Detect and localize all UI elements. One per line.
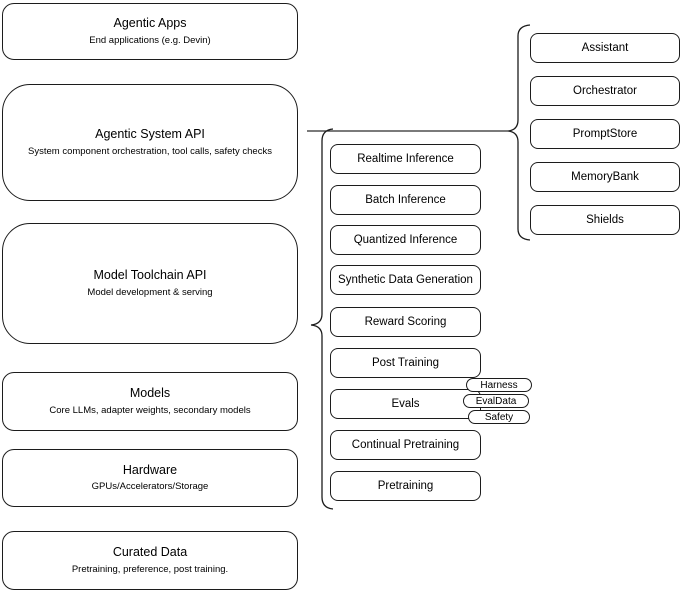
node-subtitle: Model development & serving [87, 286, 213, 298]
node-label: Reward Scoring [364, 316, 447, 328]
node-model-toolchain-api: Model Toolchain API Model development & … [2, 223, 298, 344]
node-promptstore: PromptStore [530, 119, 680, 149]
node-label: Realtime Inference [357, 153, 454, 165]
node-models: Models Core LLMs, adapter weights, secon… [2, 372, 298, 431]
node-subtitle: Pretraining, preference, post training. [71, 563, 229, 575]
node-title: Hardware [122, 462, 178, 477]
node-label: MemoryBank [571, 171, 639, 183]
node-title: Models [129, 386, 171, 401]
node-batch-inference: Batch Inference [330, 185, 481, 215]
node-shields: Shields [530, 205, 680, 235]
node-subtitle: Core LLMs, adapter weights, secondary mo… [49, 404, 251, 416]
node-label: Shields [586, 214, 624, 226]
node-post-training: Post Training [330, 348, 481, 378]
node-label: Synthetic Data Generation [338, 274, 473, 286]
pill-label: EvalData [475, 395, 517, 407]
node-subtitle: End applications (e.g. Devin) [89, 34, 211, 46]
node-label: Continual Pretraining [351, 439, 460, 451]
node-continual-pretraining: Continual Pretraining [330, 430, 481, 460]
node-curated-data: Curated Data Pretraining, preference, po… [2, 531, 298, 590]
node-assistant: Assistant [530, 33, 680, 63]
node-title: Agentic Apps [113, 16, 187, 31]
node-title: Curated Data [112, 545, 188, 560]
node-orchestrator: Orchestrator [530, 76, 680, 106]
pill-label: Safety [484, 411, 514, 423]
node-label: Post Training [371, 357, 440, 369]
node-memorybank: MemoryBank [530, 162, 680, 192]
node-label: Pretraining [377, 480, 434, 492]
node-subtitle: System component orchestration, tool cal… [28, 145, 272, 157]
node-label: Assistant [581, 42, 629, 54]
node-label: Orchestrator [573, 85, 637, 97]
pill-evaldata: EvalData [463, 394, 529, 408]
node-realtime-inference: Realtime Inference [330, 144, 481, 174]
node-agentic-apps: Agentic Apps End applications (e.g. Devi… [2, 3, 298, 60]
node-reward-scoring: Reward Scoring [330, 307, 481, 337]
node-hardware: Hardware GPUs/Accelerators/Storage [2, 449, 298, 507]
node-pretraining: Pretraining [330, 471, 481, 501]
system-components-brace [507, 24, 531, 241]
node-subtitle: GPUs/Accelerators/Storage [91, 481, 209, 493]
node-label: Quantized Inference [353, 234, 458, 246]
pill-safety: Safety [468, 410, 530, 424]
pill-label: Harness [480, 379, 518, 391]
node-label: PromptStore [572, 128, 638, 140]
node-evals: Evals [330, 389, 481, 419]
node-synthetic-data-generation: Synthetic Data Generation [330, 265, 481, 295]
node-label: Batch Inference [365, 194, 446, 206]
pill-harness: Harness [466, 378, 532, 392]
node-title: Model Toolchain API [93, 268, 207, 283]
node-title: Agentic System API [95, 127, 205, 142]
node-quantized-inference: Quantized Inference [330, 225, 481, 255]
node-label: Evals [391, 398, 420, 410]
node-agentic-system-api: Agentic System API System component orch… [2, 84, 298, 201]
